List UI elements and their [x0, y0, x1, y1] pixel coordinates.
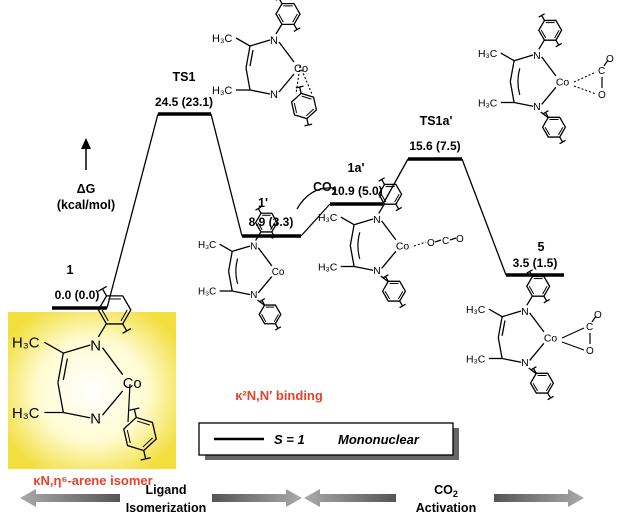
methyl-label: H₃C: [466, 305, 486, 316]
cobalt-atom: Co: [294, 63, 308, 75]
legend: S = 1 Mononuclear: [198, 422, 459, 460]
state-1a-prime-value: 10.9 (5.0): [331, 184, 382, 198]
state-TS1-name: TS1: [173, 70, 196, 84]
aryl-ring: [526, 275, 551, 297]
caption-ligand: Ligand: [146, 483, 187, 497]
aryl-ring: [538, 19, 563, 41]
arrow-left-1: [20, 489, 120, 507]
arrow-right-1: [212, 489, 302, 507]
cobalt-atom: Co: [123, 376, 142, 392]
structure-ts1: H₃C H₃C N N Co: [212, 0, 318, 127]
carbon-atom: C: [598, 66, 605, 77]
nitrogen-atom: N: [250, 242, 257, 253]
carbon-atom: C: [586, 322, 593, 333]
energy-profile: [52, 112, 564, 310]
structure-1-isomer: H₃C H₃C N N Co: [12, 285, 157, 461]
nitrogen-atom: N: [90, 338, 101, 354]
oxygen-atom: O: [594, 310, 602, 321]
nitrogen-atom: N: [521, 307, 529, 318]
methyl-label: H₃C: [478, 49, 498, 60]
state-5-name: 5: [538, 240, 545, 254]
state-TS1a-prime-value: 15.6 (7.5): [409, 139, 460, 153]
caption-co2: CO2: [434, 483, 458, 499]
cobalt-atom: Co: [544, 333, 558, 344]
binding-label: κ²N,N′ binding: [235, 388, 323, 403]
caption-isomerization: Isomerization: [126, 501, 207, 515]
arrow-left-2: [304, 489, 396, 507]
aryl-ring: [529, 372, 555, 394]
oxygen-atom: O: [456, 234, 464, 245]
nitrogen-atom: N: [90, 411, 101, 427]
nitrogen-atom: N: [270, 35, 278, 47]
aryl-ring: [123, 416, 157, 452]
aryl-ring: [275, 2, 301, 26]
methyl-label: H₃C: [12, 336, 40, 352]
methyl-label: H₃C: [318, 262, 338, 273]
methyl-label: H₃C: [12, 406, 40, 422]
cobalt-atom: Co: [556, 77, 570, 88]
co2-approach-arc: [296, 187, 335, 210]
legend-type: Mononuclear: [338, 432, 420, 447]
legend-spin: S = 1: [274, 432, 305, 447]
cobalt-atom: Co: [272, 267, 285, 278]
nitrogen-atom: N: [373, 266, 381, 277]
aryl-ring: [381, 280, 407, 302]
nitrogen-atom: N: [250, 290, 257, 301]
nitrogen-atom: N: [270, 89, 278, 101]
nitrogen-atom: N: [521, 358, 529, 369]
state-1prime-name: 1': [258, 196, 268, 210]
methyl-label: H₃C: [318, 213, 338, 224]
axis-label-units: (kcal/mol): [57, 198, 115, 212]
methyl-label: H₃C: [212, 33, 232, 45]
carbon-atom: C: [442, 236, 449, 247]
isomer-label: κN,η⁶-arene isomer: [33, 473, 152, 488]
methyl-label: H₃C: [212, 85, 232, 97]
axis-arrow: [81, 138, 91, 170]
caption-activation: Activation: [416, 501, 476, 515]
state-1-value: 0.0 (0.0): [55, 288, 100, 302]
methyl-label: H₃C: [478, 98, 498, 109]
oxygen-atom: O: [598, 90, 606, 101]
methyl-label: H₃C: [198, 240, 216, 251]
oxygen-atom: O: [606, 54, 614, 65]
oxygen-atom: O: [427, 238, 435, 249]
oxygen-atom: O: [586, 346, 594, 357]
methyl-label: H₃C: [466, 354, 486, 365]
nitrogen-atom: N: [533, 51, 541, 62]
arrow-right-2: [494, 489, 584, 507]
aryl-ring: [258, 304, 282, 325]
state-TS1a-prime-name: TS1a': [420, 114, 453, 128]
aryl-ring: [254, 212, 278, 233]
aryl-ring: [378, 183, 403, 205]
methyl-label: H₃C: [198, 287, 216, 298]
state-5-value: 3.5 (1.5): [513, 256, 558, 270]
state-1a-prime-name: 1a': [348, 161, 365, 175]
nitrogen-atom: N: [373, 215, 381, 226]
nitrogen-atom: N: [533, 102, 541, 113]
bottom-arrows: [20, 489, 584, 507]
axis-label-dg: ΔG: [77, 182, 96, 196]
aryl-ring: [541, 116, 567, 138]
state-1-name: 1: [67, 263, 74, 277]
structure-1prime: H₃C H₃C N N Co: [198, 206, 285, 331]
cobalt-atom: Co: [396, 241, 410, 252]
state-TS1-value: 24.5 (23.1): [155, 95, 213, 109]
